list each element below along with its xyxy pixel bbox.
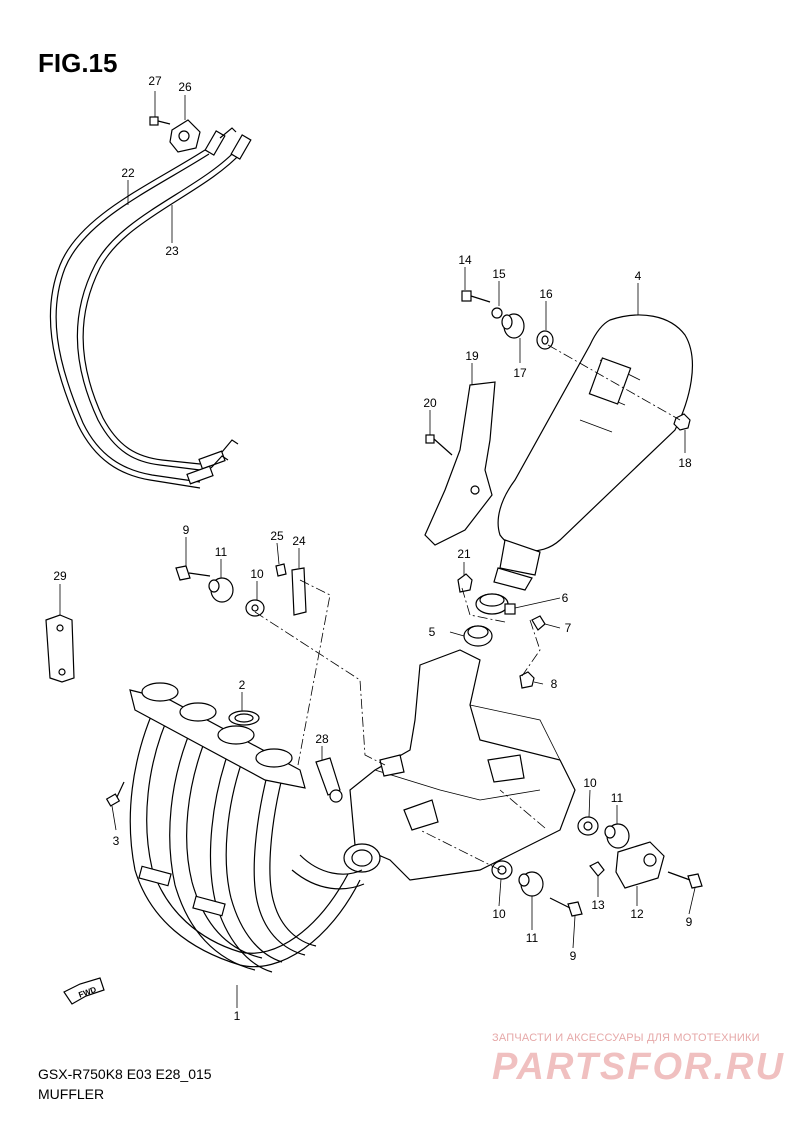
washer-15 — [491, 307, 503, 319]
mount-bolt-9-lower — [549, 897, 583, 917]
mount-bolt-9-right — [667, 871, 703, 889]
callout-9-right: 9 — [686, 915, 693, 929]
mount-bushing-11-right — [604, 823, 630, 849]
callout-28: 28 — [315, 732, 329, 746]
gasket-21 — [457, 573, 473, 593]
section-name: MUFFLER — [38, 1086, 105, 1102]
callout-2: 2 — [239, 678, 246, 692]
mount-bushing-11-upper — [208, 577, 234, 603]
muffler-4 — [493, 314, 694, 591]
callout-17: 17 — [513, 366, 527, 380]
assembly-guide-lines — [254, 344, 681, 871]
clamp-6 — [475, 593, 516, 615]
bolt-27 — [149, 116, 171, 126]
gasket-5 — [463, 625, 493, 647]
stud-bolt-3 — [105, 781, 125, 807]
footrest-bracket-12 — [615, 841, 665, 889]
chamber-inlet — [343, 843, 381, 873]
throttle-cable-23 — [76, 147, 243, 471]
collar-10-lower — [491, 860, 513, 880]
callout-18: 18 — [678, 456, 692, 470]
gasket-2 — [228, 710, 260, 726]
callout-19: 19 — [465, 349, 479, 363]
callout-11-right: 11 — [611, 791, 624, 805]
callout-22: 22 — [121, 166, 135, 180]
callout-20: 20 — [423, 396, 437, 410]
cable-end-fittings — [186, 127, 252, 485]
callout-16: 16 — [539, 287, 553, 301]
callout-11-upper: 11 — [215, 545, 228, 559]
callout-10-lower: 10 — [492, 907, 506, 921]
screw-20 — [425, 434, 453, 456]
bracket-24 — [291, 567, 307, 616]
figure-title: FIG.15 — [38, 48, 118, 78]
callout-6: 6 — [562, 591, 569, 605]
clamp-bolt-8 — [519, 671, 535, 689]
throttle-cable-22 — [49, 149, 210, 489]
callout-13: 13 — [591, 898, 605, 912]
muffler-bolt-14 — [461, 290, 491, 303]
watermark-tagline: ЗАПЧАСТИ И АКСЕССУАРЫ ДЛЯ МОТОТЕХНИКИ — [492, 1032, 760, 1044]
exhaust-chamber — [349, 649, 576, 881]
bolt-25 — [275, 563, 287, 577]
callout-25: 25 — [270, 529, 284, 543]
callout-23: 23 — [165, 244, 179, 258]
callout-15: 15 — [492, 267, 506, 281]
callout-11-lower: 11 — [526, 931, 539, 945]
oxygen-sensor-28 — [315, 757, 343, 803]
collar-16 — [536, 330, 554, 350]
watermark-logo: PARTSFOR.RU — [492, 1046, 785, 1088]
callout-10-right: 10 — [583, 776, 597, 790]
callout-12: 12 — [630, 907, 644, 921]
exhaust-header-flanges — [129, 682, 306, 789]
mount-bushing-11-lower — [518, 871, 544, 897]
callout-29: 29 — [53, 569, 67, 583]
rubber-bushing-17 — [501, 313, 525, 339]
clamp-bolt-7 — [531, 615, 546, 631]
callout-7: 7 — [565, 621, 572, 635]
nut-18 — [673, 413, 691, 431]
callout-labels: 27 26 22 23 4 14 15 16 17 18 19 20 21 6 … — [53, 74, 692, 1023]
callout-1: 1 — [234, 1009, 241, 1023]
mount-bolt-9-upper — [175, 565, 211, 581]
cable-bracket-26 — [169, 119, 201, 153]
fwd-arrow-icon: FWD — [63, 977, 105, 1005]
callout-3: 3 — [113, 834, 120, 848]
collar-10-right — [577, 816, 599, 836]
callout-5: 5 — [429, 625, 436, 639]
callout-27: 27 — [148, 74, 162, 88]
callout-9-upper: 9 — [183, 523, 190, 537]
collar-10-upper — [245, 599, 265, 617]
model-code: GSX-R750K8 E03 E28_015 — [38, 1066, 212, 1082]
callout-24: 24 — [292, 534, 306, 548]
hanger-bracket-29 — [45, 614, 75, 683]
callout-10-upper: 10 — [250, 567, 264, 581]
leader-lines — [59, 91, 696, 1008]
exhaust-pipe-assembly-1 — [129, 699, 365, 973]
callout-8: 8 — [551, 677, 558, 691]
bolt-13 — [589, 861, 605, 877]
callout-21: 21 — [457, 547, 471, 561]
callout-26: 26 — [178, 80, 192, 94]
callout-4: 4 — [635, 269, 642, 283]
callout-14: 14 — [458, 253, 472, 267]
heat-cover-19 — [424, 381, 496, 546]
callout-9-lower: 9 — [570, 949, 577, 963]
